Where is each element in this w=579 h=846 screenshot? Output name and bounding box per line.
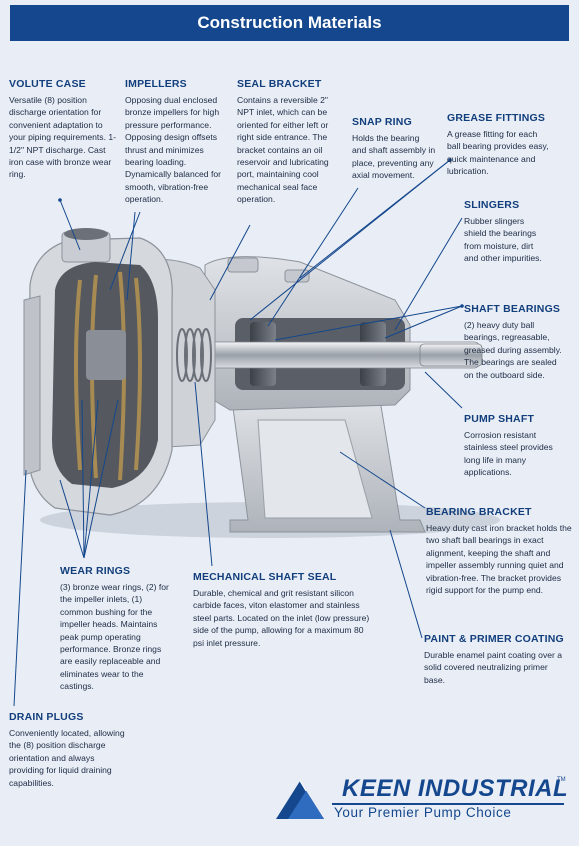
paint-primer-section: PAINT & PRIMER COATING Durable enamel pa… [424,633,564,686]
shaft-bearings-section: SHAFT BEARINGS (2) heavy duty ball beari… [464,303,568,381]
seal-bracket-body: Contains a reversible 2" NPT inlet, whic… [237,95,329,205]
slingers-body: Rubber slingers shield the bearings from… [464,216,542,264]
grease-fittings-section: GREASE FITTINGS A grease fitting for eac… [447,112,550,178]
bearing-bracket-section: BEARING BRACKET Heavy duty cast iron bra… [426,506,572,596]
pump-shaft-title: PUMP SHAFT [464,413,535,425]
bearing-bracket-body: Heavy duty cast iron bracket holds the t… [426,523,572,596]
pump-shaft-section: PUMP SHAFT Corrosion resistant stainless… [464,413,560,479]
triangle-logo-icon [276,780,324,819]
drain-plugs-body: Conveniently located, allowing the (8) p… [9,728,125,788]
mechanical-shaft-seal-body: Durable, chemical and grit resistant sil… [193,588,370,648]
impellers-title: IMPELLERS [125,78,187,90]
wear-rings-section: WEAR RINGS (3) bronze wear rings, (2) fo… [60,565,175,693]
logo-wordmark: KEEN INDUSTRIAL [342,775,569,802]
mechanical-shaft-seal-title: MECHANICAL SHAFT SEAL [193,571,337,583]
drain-plugs-section: DRAIN PLUGS Conveniently located, allowi… [9,711,129,789]
shaft-bearings-body: (2) heavy duty ball bearings, regreasabl… [464,320,562,380]
mechanical-shaft-seal-section: MECHANICAL SHAFT SEAL Durable, chemical … [193,571,375,649]
paint-primer-title: PAINT & PRIMER COATING [424,633,564,645]
page-title: Construction Materials [197,13,382,32]
seal-bracket-section: SEAL BRACKET Contains a reversible 2" NP… [237,78,345,206]
keen-industrial-logo: KEEN INDUSTRIAL TM Your Premier Pump Cho… [272,775,568,825]
volute-case-title: VOLUTE CASE [9,78,86,90]
impellers-body: Opposing dual enclosed bronze impellers … [125,95,222,205]
slingers-title: SLINGERS [464,199,520,211]
slingers-section: SLINGERS Rubber slingers shield the bear… [464,199,544,265]
page-header: Construction Materials [10,5,569,41]
pump-shaft-body: Corrosion resistant stainless steel prov… [464,430,553,478]
shaft-bearings-title: SHAFT BEARINGS [464,303,561,315]
snap-ring-title: SNAP RING [352,116,412,128]
logo-divider [332,803,564,805]
wear-rings-body: (3) bronze wear rings, (2) for the impel… [60,582,169,692]
snap-ring-section: SNAP RING Holds the bearing and shaft as… [352,116,436,182]
bearing-bracket-title: BEARING BRACKET [426,506,532,518]
paint-primer-body: Durable enamel paint coating over a soli… [424,650,563,685]
grease-fittings-title: GREASE FITTINGS [447,112,546,124]
seal-bracket-title: SEAL BRACKET [237,78,322,90]
impellers-section: IMPELLERS Opposing dual enclosed bronze … [125,78,228,206]
volute-case-section: VOLUTE CASE Versatile (8) position disch… [9,78,121,181]
drain-plugs-title: DRAIN PLUGS [9,711,84,723]
grease-fittings-body: A grease fitting for each ball bearing p… [447,129,549,177]
logo-trademark: TM [557,777,566,783]
logo-tagline: Your Premier Pump Choice [334,805,512,820]
snap-ring-body: Holds the bearing and shaft assembly in … [352,133,436,181]
wear-rings-title: WEAR RINGS [60,565,131,577]
volute-case-body: Versatile (8) position discharge orienta… [9,95,116,180]
